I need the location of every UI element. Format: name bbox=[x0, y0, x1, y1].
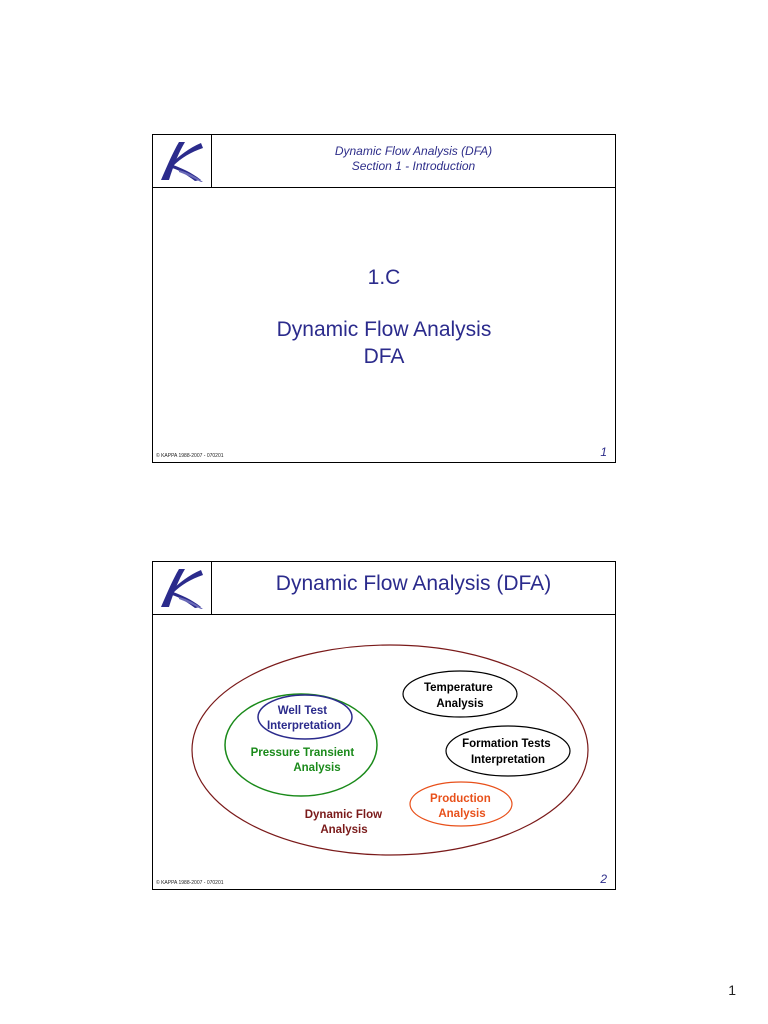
well-test-label: Well Test Interpretation bbox=[267, 705, 341, 732]
kappa-logo bbox=[153, 135, 212, 187]
section-number: 1.C bbox=[367, 266, 401, 289]
temperature-ellipse bbox=[402, 670, 518, 718]
slide-title-line-2: DFA bbox=[363, 345, 405, 368]
header-line-2: Section 1 - Introduction bbox=[351, 159, 476, 173]
kappa-logo bbox=[153, 562, 212, 614]
slide-page-number: 1 bbox=[600, 445, 607, 459]
formation-tests-label: Formation Tests Interpretation bbox=[462, 738, 554, 766]
header-title: Dynamic Flow Analysis (DFA) bbox=[275, 572, 552, 595]
dfa-diagram: Well Test Interpretation Pressure Transi… bbox=[191, 644, 589, 856]
formation-tests-ellipse bbox=[445, 725, 571, 777]
pressure-transient-ellipse bbox=[224, 693, 378, 797]
document-page-number: 1 bbox=[728, 982, 736, 998]
kappa-logo-icon bbox=[161, 142, 203, 182]
dynamic-flow-ellipse bbox=[191, 644, 589, 856]
production-label: Production Analysis bbox=[430, 793, 494, 820]
kappa-logo-icon bbox=[161, 569, 203, 609]
header-line-1: Dynamic Flow Analysis (DFA) bbox=[334, 144, 493, 158]
well-test-ellipse bbox=[257, 694, 353, 740]
slide-1: Dynamic Flow Analysis (DFA) Section 1 - … bbox=[152, 134, 616, 463]
slide-title-line-1: Dynamic Flow Analysis bbox=[276, 318, 492, 341]
slide-header: Dynamic Flow Analysis (DFA) bbox=[153, 562, 615, 615]
slide-page-number: 2 bbox=[600, 872, 607, 886]
header-text: Dynamic Flow Analysis (DFA) Section 1 - … bbox=[212, 144, 615, 174]
copyright: © KAPPA 1988-2007 - 070201 bbox=[156, 880, 224, 886]
temperature-label: Temperature Analysis bbox=[424, 682, 496, 710]
production-ellipse bbox=[409, 781, 513, 827]
dynamic-flow-label: Dynamic Flow Analysis bbox=[305, 809, 386, 836]
copyright: © KAPPA 1988-2007 - 070201 bbox=[156, 453, 224, 459]
slide-header: Dynamic Flow Analysis (DFA) Section 1 - … bbox=[153, 135, 615, 188]
pressure-transient-label: Pressure Transient Analysis bbox=[251, 747, 358, 774]
slide-2: Dynamic Flow Analysis (DFA) Well Test In… bbox=[152, 561, 616, 890]
